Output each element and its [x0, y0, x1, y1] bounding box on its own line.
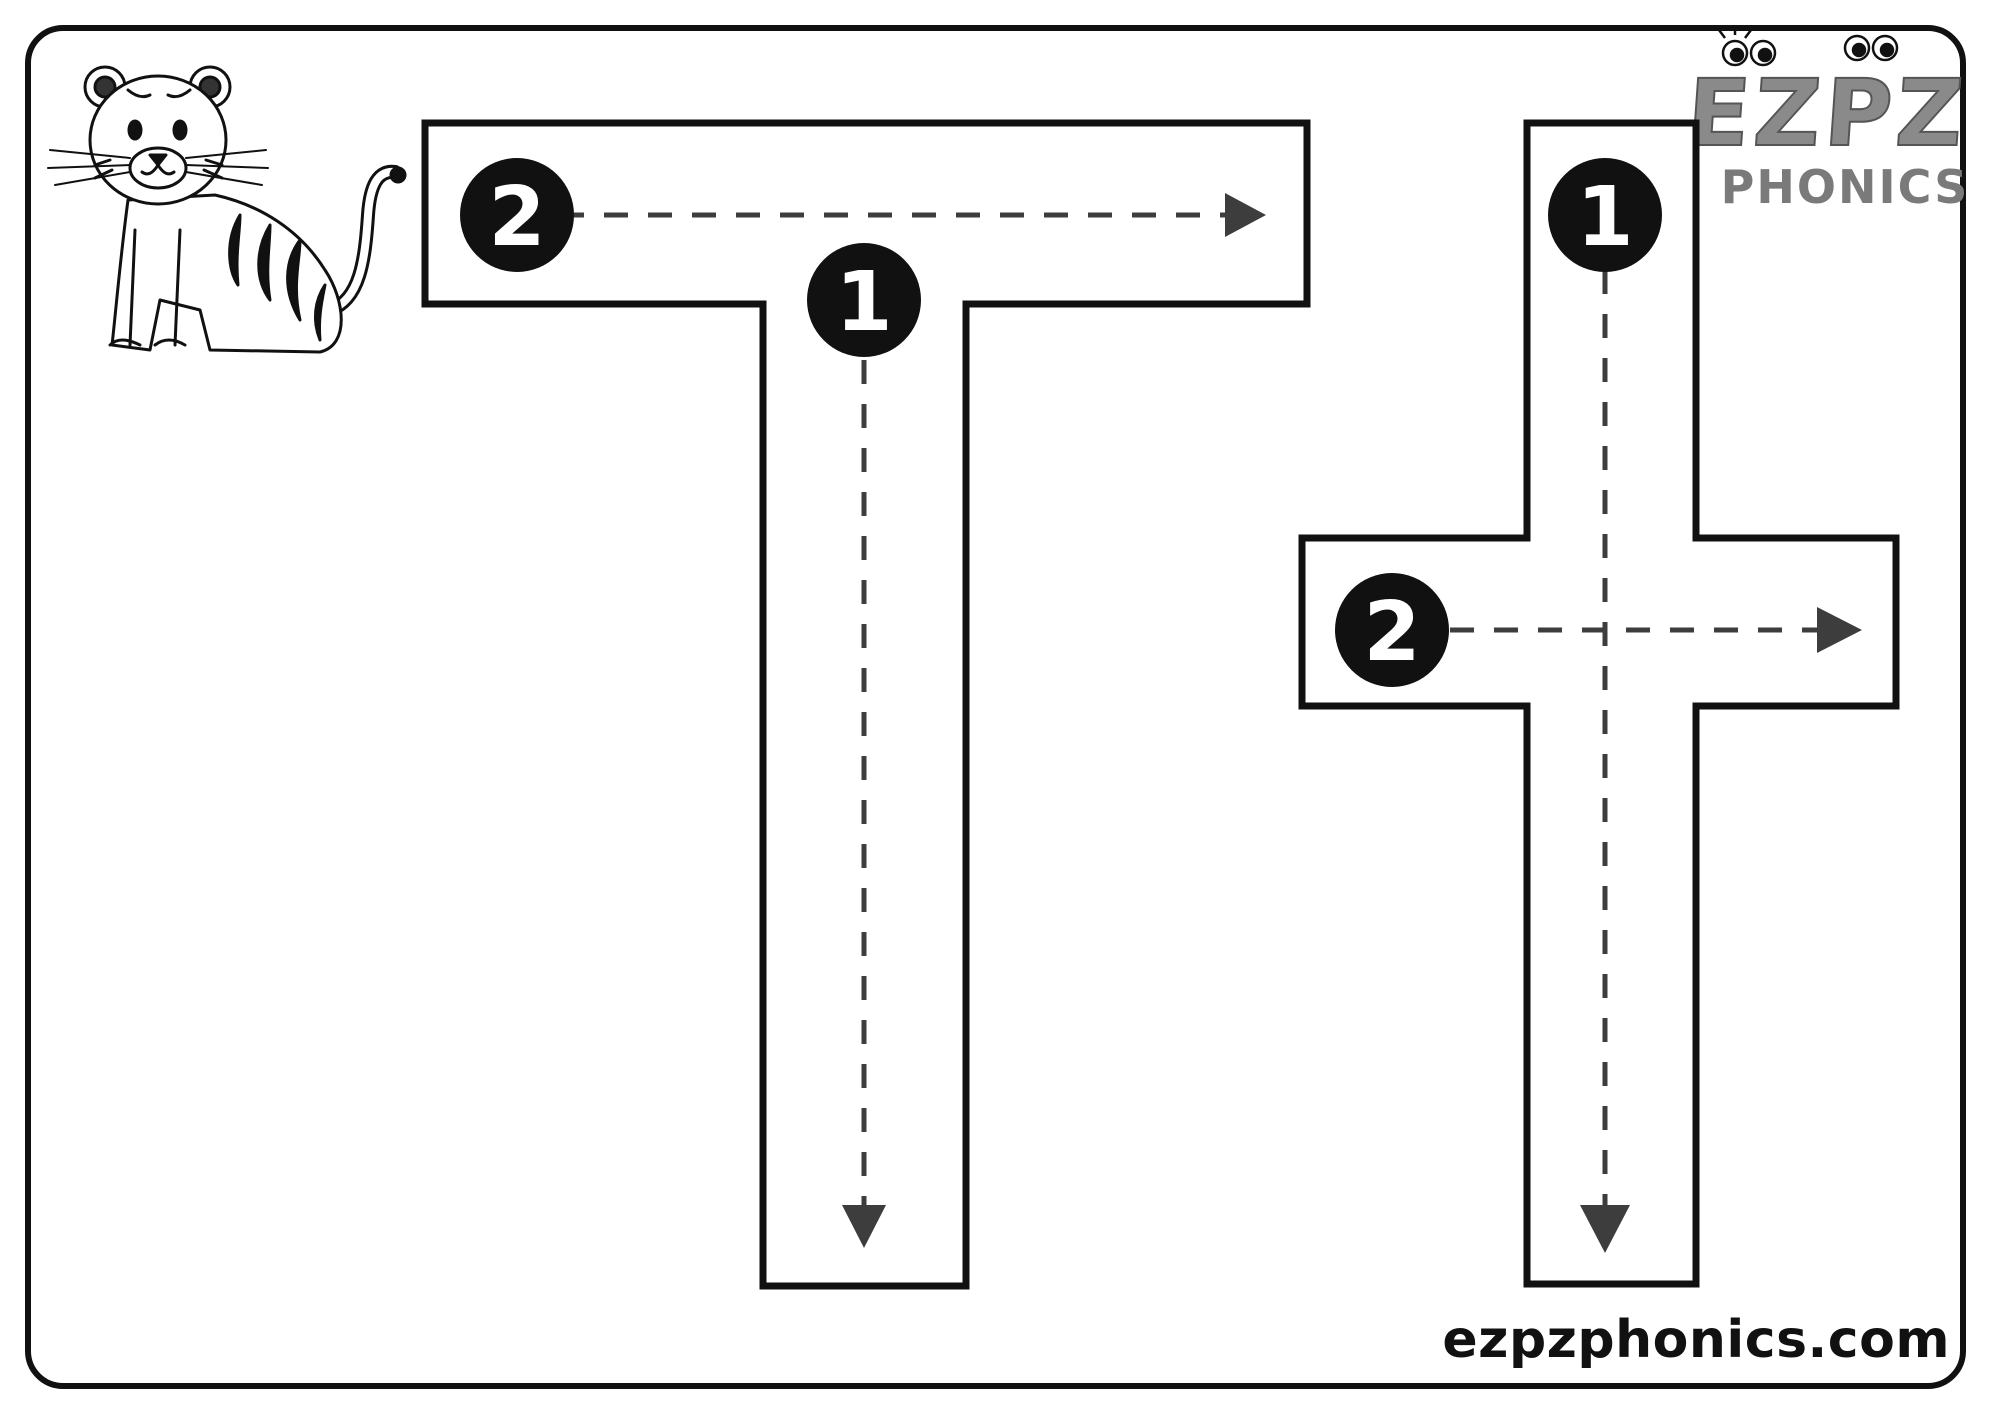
- down-arrow-icon: [842, 1205, 886, 1248]
- lowercase-t-outline: [1298, 119, 1900, 1288]
- upper-stroke-number-2: 2: [488, 170, 545, 265]
- lower-stroke-number-2: 2: [1363, 585, 1420, 680]
- down-arrow-icon: [1580, 1205, 1630, 1253]
- lower-stroke-marker-1: 1: [1548, 158, 1662, 272]
- page-border: [25, 25, 1966, 1389]
- upper-stroke-marker-1: 1: [807, 243, 921, 357]
- upper-stroke-number-1: 1: [835, 255, 892, 350]
- lower-stroke-marker-2: 2: [1335, 573, 1449, 687]
- logo-top-text: EZPZ: [1683, 60, 1970, 167]
- tiger-mascot-icon: [47, 65, 407, 354]
- right-arrow-icon: [1817, 607, 1862, 653]
- lower-stroke-number-1: 1: [1576, 170, 1633, 265]
- lowercase-letter-outline: 1 2: [1298, 119, 1900, 1288]
- footer-website-url: ezpzphonics.com: [1442, 1310, 1950, 1370]
- upper-stroke-marker-2: 2: [460, 158, 574, 272]
- uppercase-t-outline: [421, 119, 1311, 1290]
- logo-bottom-text: PHONICS: [1721, 160, 1970, 214]
- logo-eyes-icon: [1718, 25, 1899, 67]
- ezpz-phonics-logo: EZPZ PHONICS: [1682, 25, 1972, 214]
- right-arrow-icon: [1225, 193, 1266, 237]
- uppercase-letter-outline: 1 2: [421, 119, 1311, 1290]
